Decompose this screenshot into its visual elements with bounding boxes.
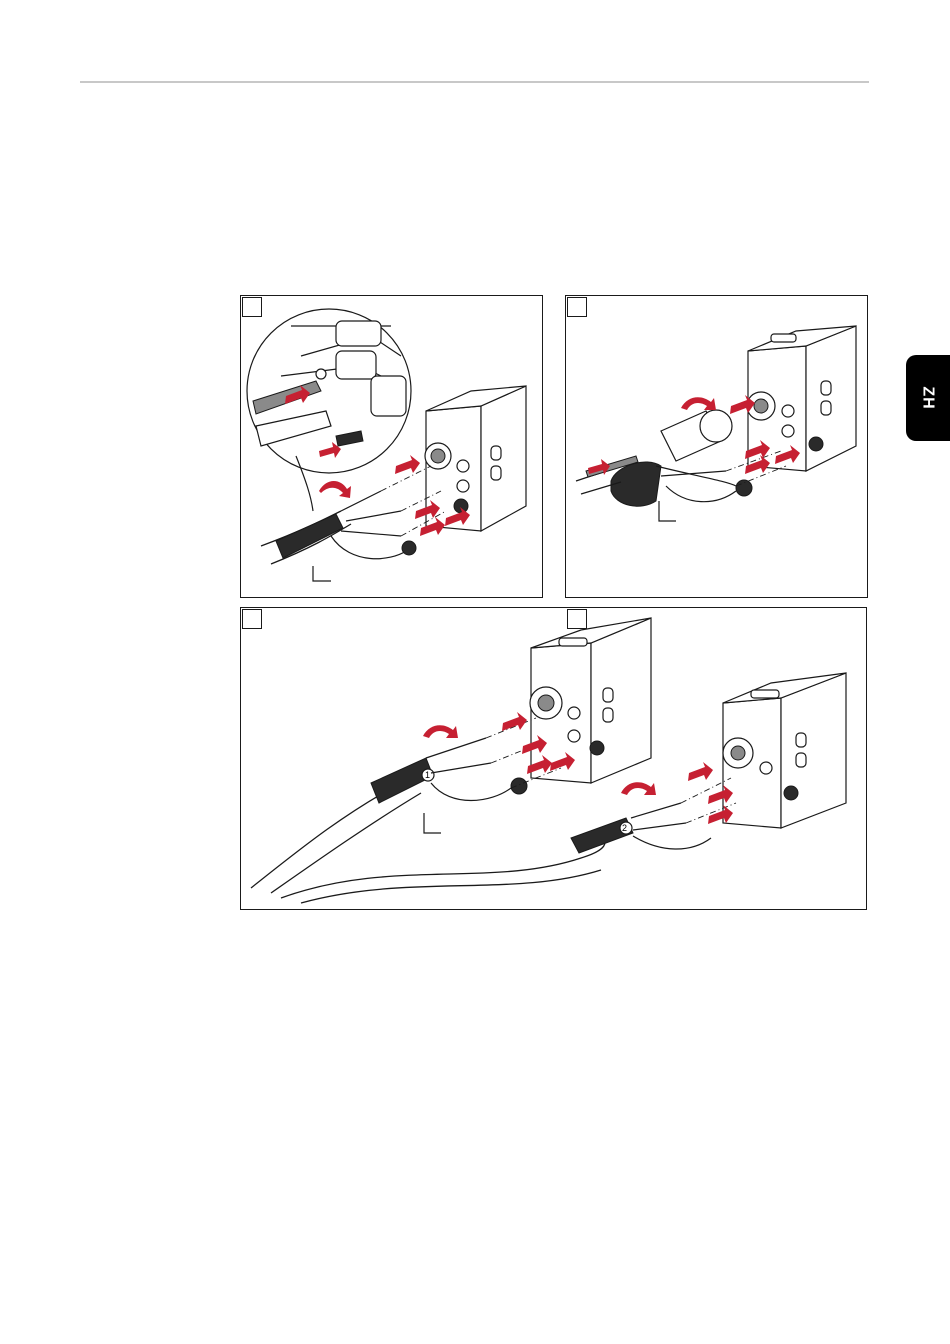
header-rule	[80, 81, 869, 83]
hose-2-callout: 2	[622, 823, 627, 833]
step-2-illustration	[566, 296, 868, 598]
step-1-panel	[240, 295, 543, 598]
step-1-illustration	[241, 296, 543, 598]
language-tab-label: ZH	[919, 386, 937, 409]
step-3-panel: 1 2	[240, 607, 867, 910]
hose-1-callout: 1	[425, 770, 430, 780]
step-2-panel	[565, 295, 868, 598]
language-tab[interactable]: ZH	[906, 355, 950, 441]
step-3-illustration: 1 2	[241, 608, 867, 910]
